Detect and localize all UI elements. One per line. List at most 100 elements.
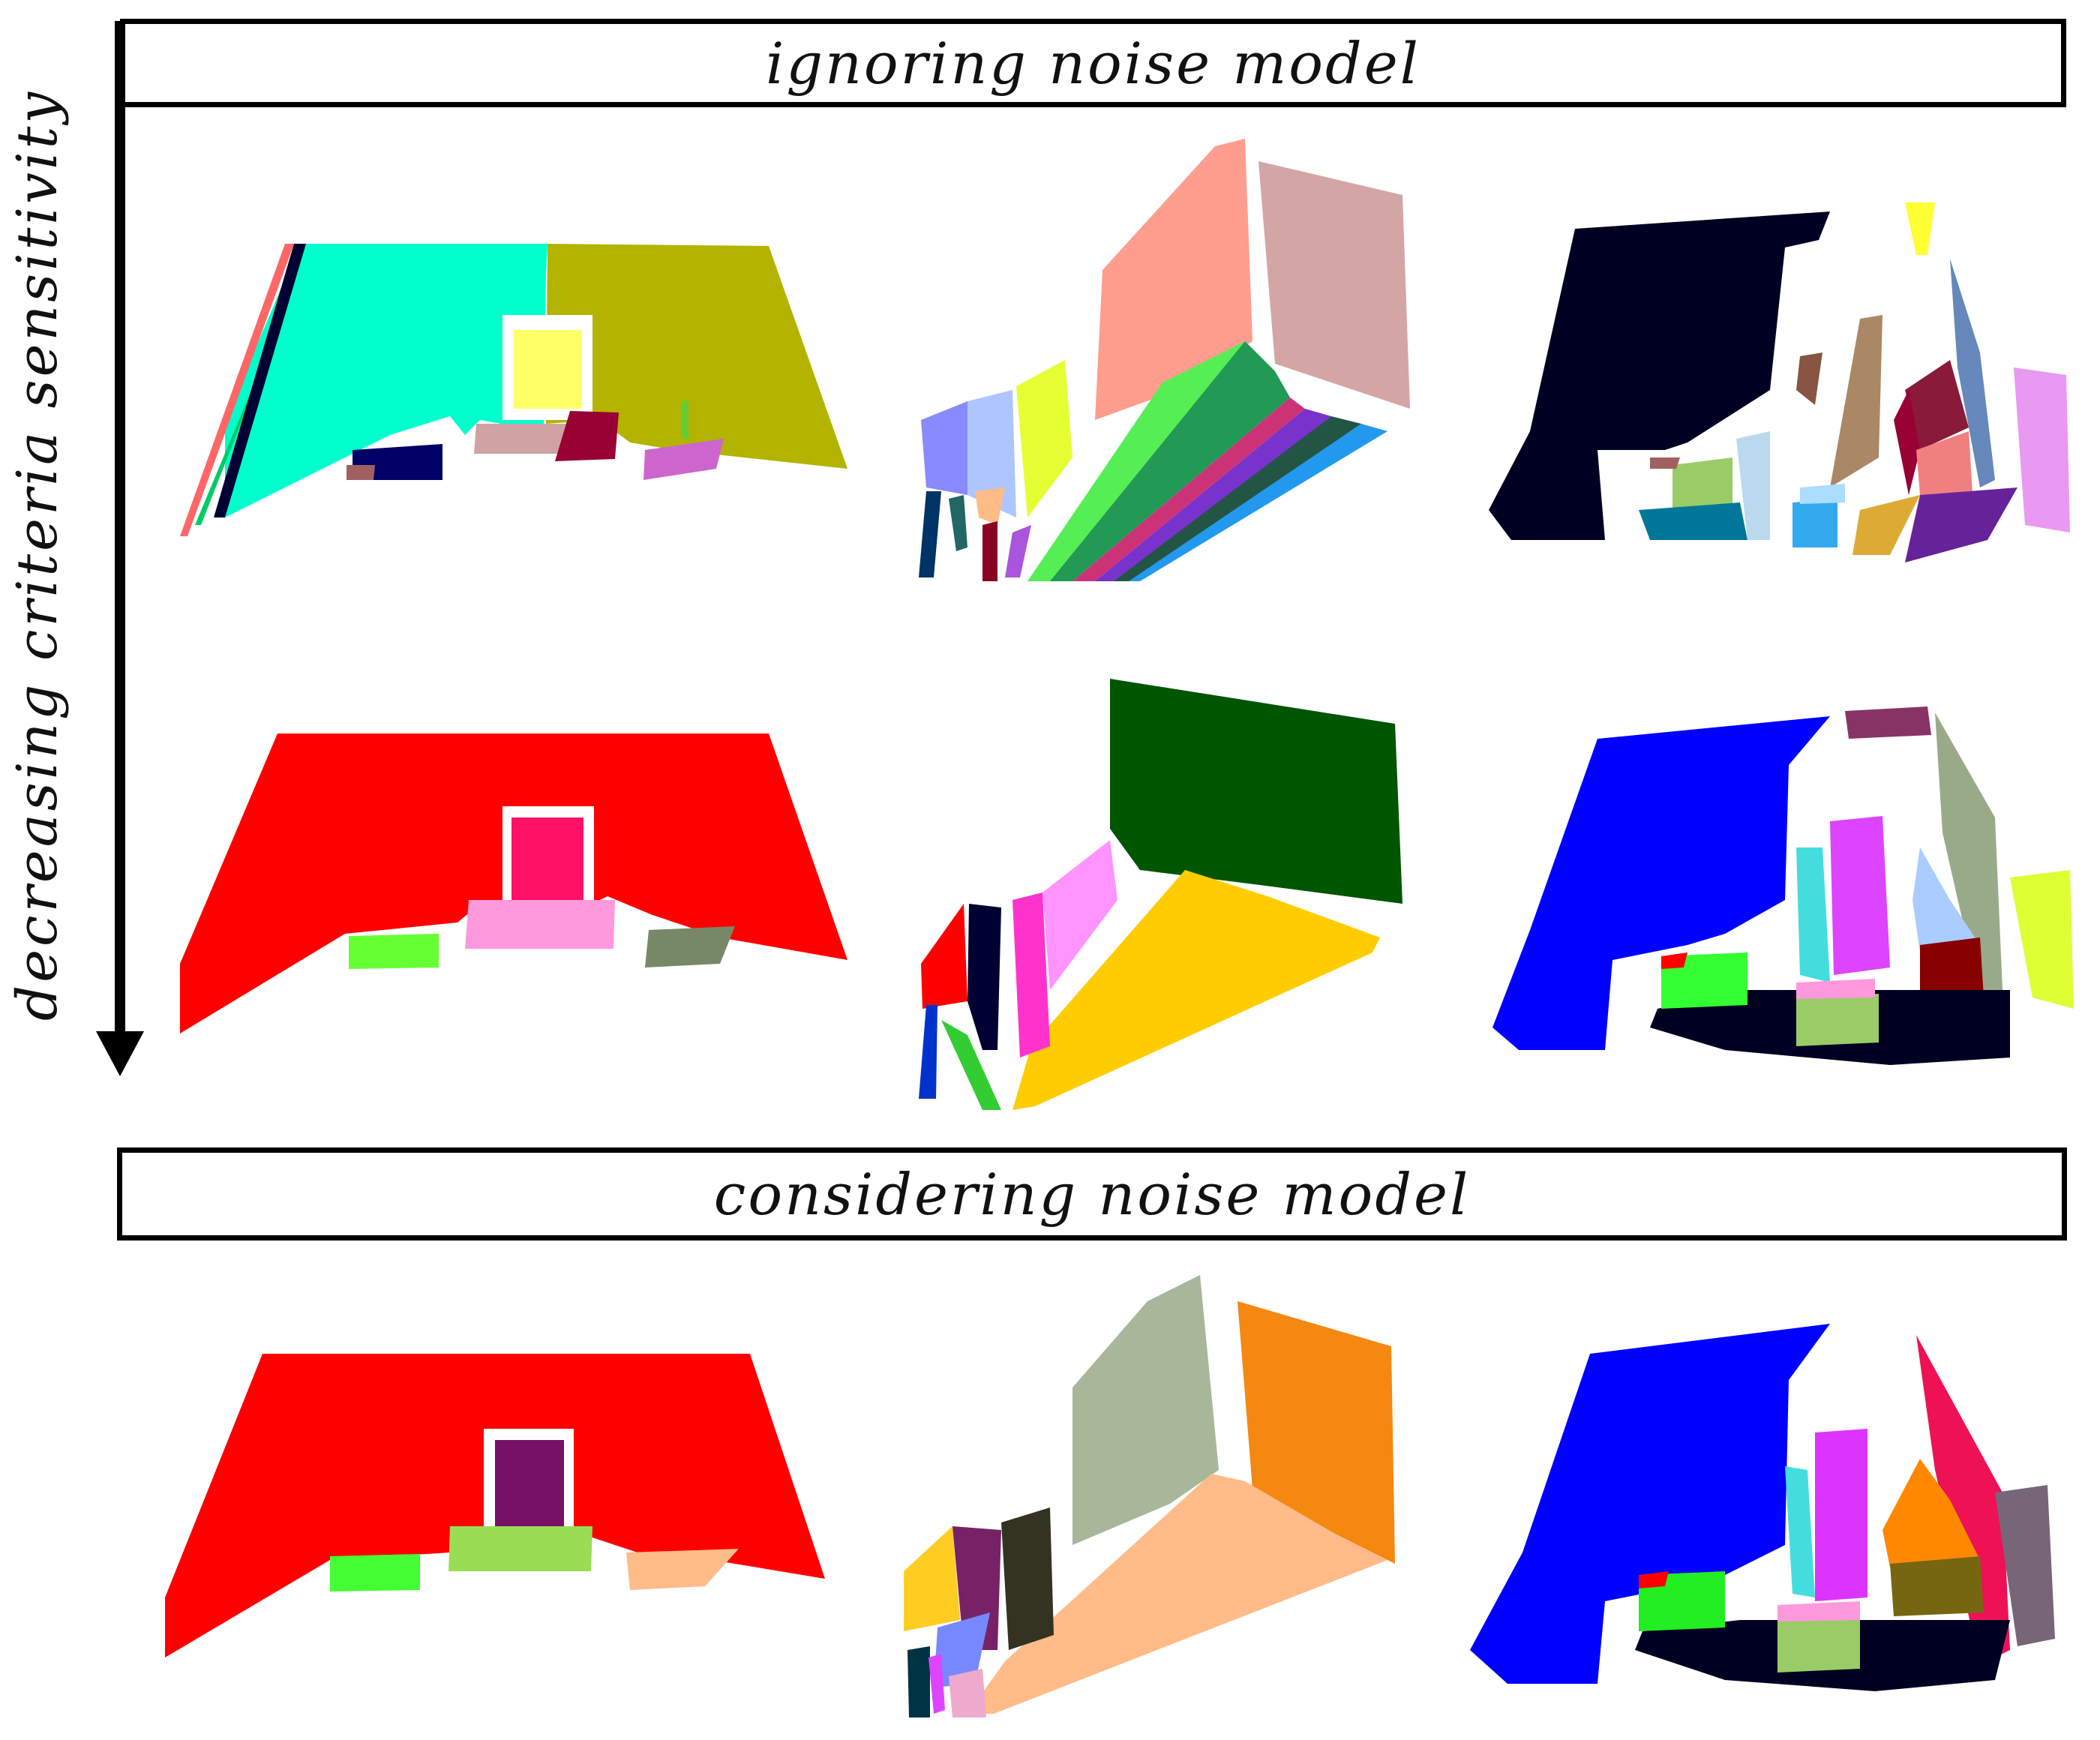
segment xyxy=(1050,341,1290,581)
segment xyxy=(1830,315,1882,488)
segment xyxy=(645,926,735,968)
segment xyxy=(1114,416,1361,581)
segment xyxy=(1042,840,1118,990)
scene-r2-office xyxy=(1492,706,2074,1065)
segment xyxy=(2014,368,2070,532)
scene-r3-room xyxy=(165,1354,825,1658)
segment xyxy=(180,244,294,536)
header-ignoring-text: ignoring noise model xyxy=(766,29,1420,97)
segment xyxy=(1672,458,1732,518)
scene-r1-room xyxy=(180,244,848,536)
segment xyxy=(681,401,688,439)
segment xyxy=(448,1526,592,1571)
segment xyxy=(921,904,968,1009)
segment xyxy=(474,424,570,454)
scene-r1-corridor xyxy=(919,139,1410,581)
segment xyxy=(949,495,968,551)
segment xyxy=(1129,424,1388,581)
segment xyxy=(644,439,724,480)
segment xyxy=(1012,892,1050,1058)
segment xyxy=(968,904,1001,1050)
segment xyxy=(1920,938,1984,1001)
segment xyxy=(495,1440,564,1530)
segment xyxy=(1639,1571,1669,1588)
segment xyxy=(330,1554,420,1592)
segment xyxy=(1470,1324,1830,1684)
segment xyxy=(1890,1556,1984,1616)
segment xyxy=(1492,716,1830,1050)
segment xyxy=(982,521,998,581)
segment xyxy=(1815,1429,1868,1601)
segment xyxy=(1238,1301,1395,1564)
segment xyxy=(934,1612,990,1688)
segment xyxy=(968,390,1016,518)
segment xyxy=(1852,495,1920,555)
segment xyxy=(1935,712,2002,998)
segment xyxy=(1736,431,1770,540)
segment xyxy=(1796,848,1830,982)
segment xyxy=(941,1020,1001,1110)
segment xyxy=(1661,952,1688,969)
scene-r3-office xyxy=(1470,1324,2055,1691)
segment xyxy=(1005,525,1031,578)
segment xyxy=(1012,870,1380,1110)
segment xyxy=(1110,679,1402,904)
segment xyxy=(1001,1508,1054,1650)
segment xyxy=(904,1526,960,1631)
segment xyxy=(1778,1616,1860,1672)
segment xyxy=(1072,398,1305,581)
segment xyxy=(975,488,1005,525)
segment xyxy=(949,1669,986,1718)
segment xyxy=(1650,458,1680,469)
segment xyxy=(908,1646,930,1718)
segment xyxy=(1905,360,1969,450)
segment xyxy=(2010,870,2074,1009)
segment xyxy=(1796,994,1879,1046)
segment xyxy=(1916,1335,2010,1665)
segment xyxy=(1905,488,2018,562)
segment xyxy=(1912,848,1980,952)
segment xyxy=(952,1526,1001,1650)
segment xyxy=(514,330,581,409)
segment xyxy=(1792,499,1838,548)
segment xyxy=(1785,1466,1815,1598)
segment xyxy=(626,1549,739,1590)
segment xyxy=(512,818,584,904)
segment xyxy=(214,244,306,518)
segment xyxy=(546,244,848,469)
segment xyxy=(1800,484,1845,504)
segment xyxy=(352,444,442,480)
sensitivity-arrow-head xyxy=(96,1031,144,1076)
segment xyxy=(1489,212,1830,540)
scene-r3-corridor xyxy=(904,1275,1395,1718)
segment xyxy=(1016,360,1072,518)
segment xyxy=(1639,502,1748,540)
segment xyxy=(1894,390,1920,495)
header-ignoring-box: ignoring noise model xyxy=(120,19,2066,107)
segment xyxy=(1796,979,1875,999)
segment xyxy=(968,1474,1388,1714)
segment xyxy=(921,401,968,495)
segment xyxy=(465,900,615,949)
header-considering-box: considering noise model xyxy=(117,1148,2067,1240)
scene-r1-office xyxy=(1489,202,2070,562)
header-considering-text: considering noise model xyxy=(713,1160,1471,1228)
segment xyxy=(1095,409,1331,581)
segment xyxy=(1258,161,1410,409)
segment xyxy=(349,934,439,969)
scene-r2-corridor xyxy=(919,679,1402,1110)
segment xyxy=(919,491,941,578)
segment xyxy=(1995,1485,2055,1646)
segment xyxy=(1095,139,1252,420)
segment xyxy=(1072,1275,1219,1545)
segment xyxy=(225,244,548,518)
segment xyxy=(1905,202,1935,255)
scene-r2-room xyxy=(180,734,848,1034)
segment xyxy=(1950,259,1995,488)
segment xyxy=(1882,1459,1980,1568)
segment xyxy=(1778,1601,1860,1622)
segment xyxy=(1916,431,1972,495)
